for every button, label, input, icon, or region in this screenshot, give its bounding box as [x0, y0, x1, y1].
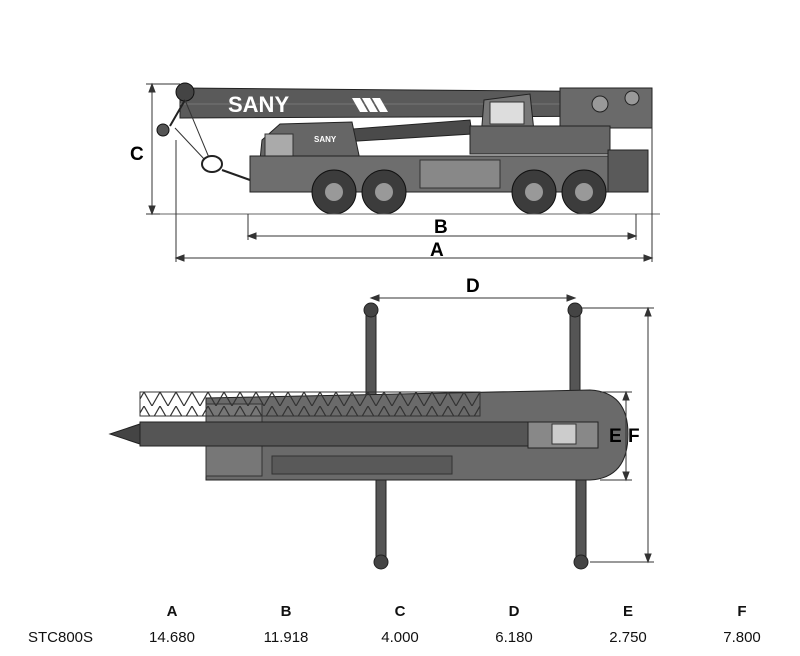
dim-label-b: B: [434, 217, 448, 238]
spec-header-e: E: [622, 603, 634, 620]
spec-header-a: A: [166, 603, 178, 620]
spec-header-f: F: [737, 603, 747, 620]
dim-label-c: C: [130, 144, 144, 165]
spec-value-f: 7.800: [723, 629, 761, 646]
spec-header-c: C: [394, 603, 406, 620]
dimension-b: [246, 214, 638, 240]
boom-brand: SANY: [228, 92, 289, 117]
dimension-c: [146, 82, 180, 216]
dimension-d: [369, 294, 577, 302]
dimension-e: [600, 390, 632, 482]
spec-value-c: 4.000: [381, 629, 419, 646]
spec-value-b: 11.918: [263, 629, 309, 646]
dimension-f: [582, 306, 654, 564]
dim-label-f: F: [628, 426, 640, 447]
spec-header-d: D: [508, 603, 520, 620]
dimension-a: [174, 120, 654, 262]
spec-value-d: 6.180: [495, 629, 533, 646]
spec-value-e: 2.750: [609, 629, 647, 646]
top-view: [108, 302, 629, 570]
dim-label-a: A: [430, 240, 444, 261]
model-name: STC800S: [28, 629, 94, 646]
dim-label-d: D: [466, 276, 480, 297]
dim-label-e: E: [609, 426, 622, 447]
lattice-jib: [139, 391, 481, 417]
top-boom: [139, 421, 581, 447]
wheels: [311, 169, 607, 215]
spec-header-b: B: [280, 603, 292, 620]
spec-value-a: 14.680: [149, 629, 195, 646]
crane-dimension-drawing: SANY SANY: [108, 82, 660, 570]
side-view: SANY SANY: [150, 82, 660, 215]
cab-brand: SANY: [314, 135, 337, 144]
